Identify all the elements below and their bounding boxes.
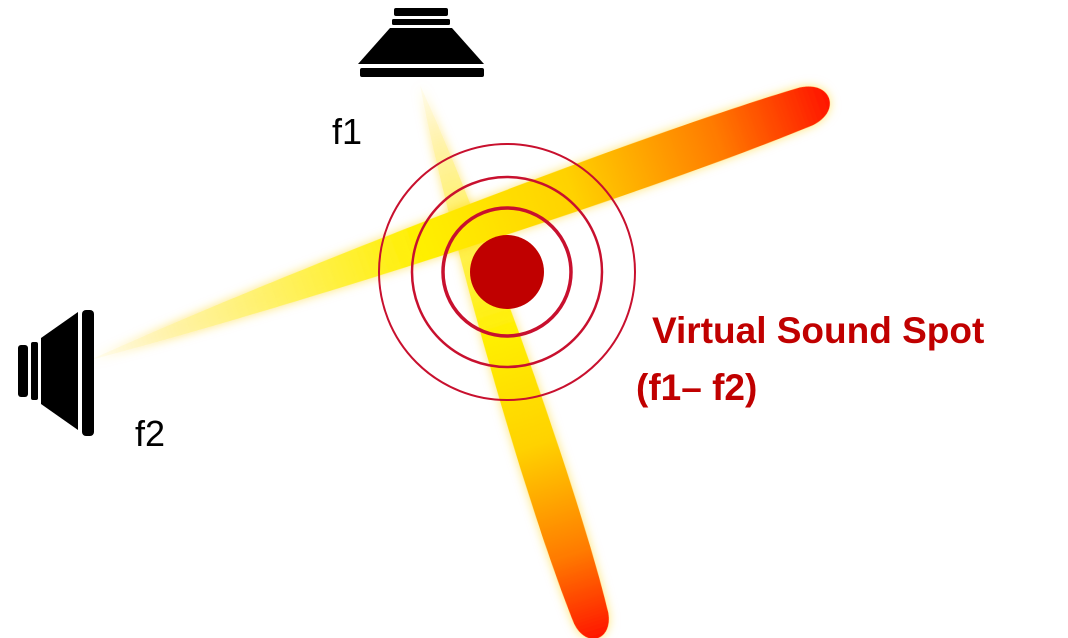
ring-inner [441,206,573,338]
beam-f2 [90,86,830,360]
sound-spot-center [470,235,544,309]
ring-middle [410,175,604,369]
speaker-f1-label: f1 [332,111,363,152]
sound-spot-subtitle: (f1– f2) [636,367,758,408]
sound-rings [378,143,636,401]
speaker-f2-icon [18,310,94,436]
speaker-f1-icon [358,8,484,77]
speaker-f2-label: f2 [135,413,166,454]
ring-outer [378,143,636,401]
sound-spot-title: Virtual Sound Spot [652,310,985,351]
